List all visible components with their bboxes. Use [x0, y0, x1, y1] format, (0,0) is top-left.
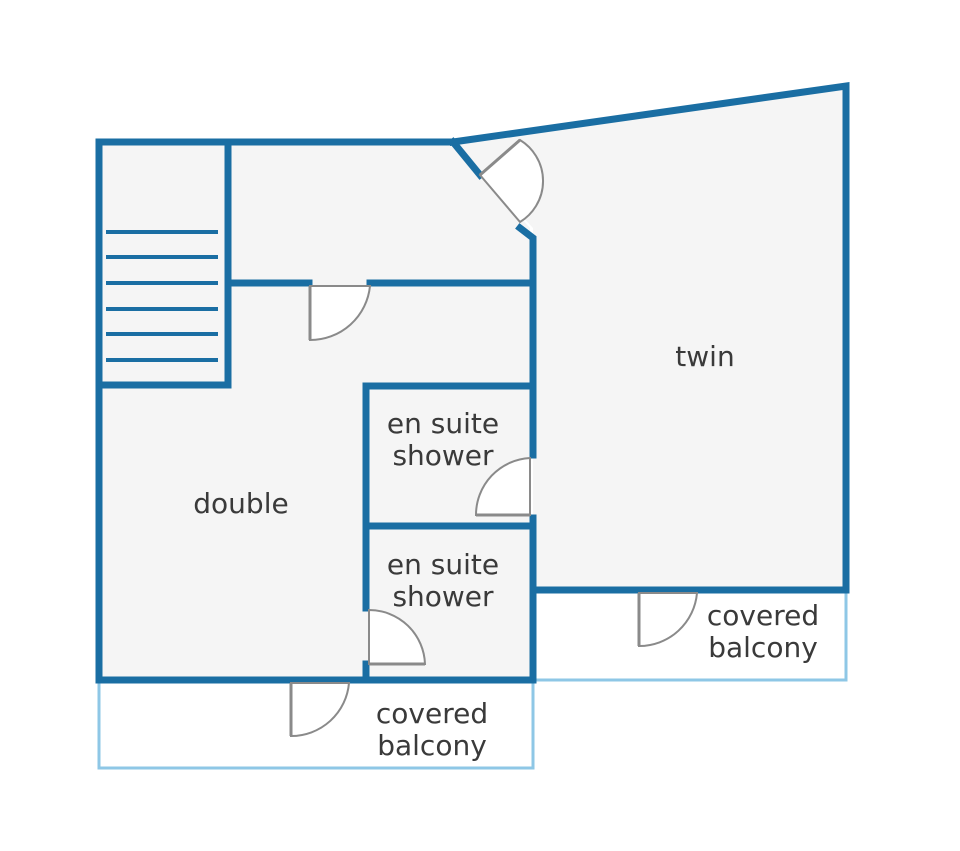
door-ensuite-upper	[474, 456, 531, 517]
label-twin: twin	[675, 340, 734, 373]
staircase	[106, 230, 218, 362]
label-ensuite-lower-line2: shower	[392, 580, 494, 613]
label-balcony-bottom-line1: covered	[376, 697, 488, 730]
label-double: double	[193, 487, 288, 520]
label-balcony-right-line1: covered	[707, 599, 819, 632]
label-ensuite-upper-line2: shower	[392, 439, 494, 472]
door-hall-double	[308, 285, 372, 342]
floor-fill-left	[99, 142, 530, 680]
walls	[95, 81, 850, 684]
floor-fill-twin	[453, 86, 846, 590]
door-balcony-bottom	[289, 682, 351, 738]
door-ensuite-lower	[368, 608, 427, 666]
label-balcony-right-line2: balcony	[708, 631, 818, 664]
label-ensuite-upper-line1: en suite	[387, 407, 499, 440]
label-balcony-bottom-line2: balcony	[377, 729, 487, 762]
door-balcony-right	[637, 592, 699, 648]
label-ensuite-lower-line1: en suite	[387, 548, 499, 581]
door-hall-twin	[478, 138, 545, 224]
